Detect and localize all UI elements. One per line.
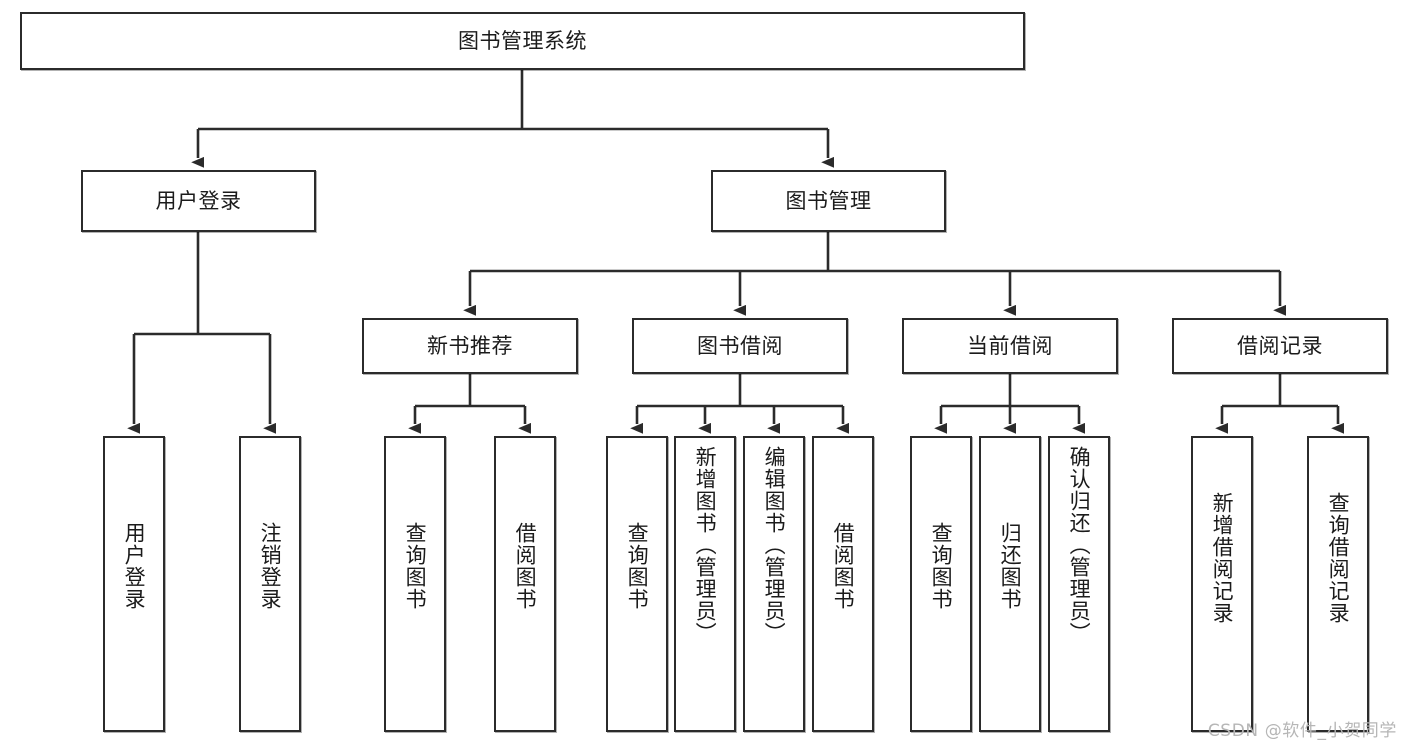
node-book-borrow-label: 图书借阅	[697, 333, 783, 358]
node-borrow-record[interactable]: 借阅记录	[1172, 318, 1388, 374]
node-leaf-query-book-1-label: 查询图书	[403, 522, 428, 610]
node-leaf-add-book[interactable]: 新增图书（管理员）	[674, 436, 736, 732]
node-root-label: 图书管理系统	[458, 28, 587, 53]
node-user-login-label: 用户登录	[155, 188, 242, 213]
watermark-text: CSDN @软件_小贺同学	[1207, 721, 1397, 741]
node-leaf-return-book[interactable]: 归还图书	[979, 436, 1041, 732]
node-leaf-query-book-2[interactable]: 查询图书	[606, 436, 668, 732]
node-leaf-user-login-label: 用户登录	[122, 522, 147, 610]
node-leaf-confirm-return[interactable]: 确认归还（管理员）	[1048, 436, 1110, 732]
node-leaf-add-record-label: 新增借阅记录	[1210, 492, 1235, 624]
node-book-manage[interactable]: 图书管理	[711, 170, 946, 232]
node-new-book-rec[interactable]: 新书推荐	[362, 318, 578, 374]
node-leaf-user-login[interactable]: 用户登录	[103, 436, 165, 732]
node-book-borrow[interactable]: 图书借阅	[632, 318, 848, 374]
node-leaf-borrow-book-1[interactable]: 借阅图书	[494, 436, 556, 732]
node-new-book-rec-label: 新书推荐	[427, 333, 513, 358]
node-leaf-borrow-book-1-label: 借阅图书	[513, 522, 538, 610]
node-leaf-return-book-label: 归还图书	[998, 522, 1023, 610]
node-leaf-query-record-label: 查询借阅记录	[1326, 492, 1351, 624]
node-leaf-add-book-label: 新增图书（管理员）	[693, 446, 718, 644]
node-root[interactable]: 图书管理系统	[20, 12, 1025, 70]
node-leaf-add-record[interactable]: 新增借阅记录	[1191, 436, 1253, 732]
node-leaf-user-logout-label: 注销登录	[258, 522, 283, 610]
node-user-login[interactable]: 用户登录	[81, 170, 316, 232]
node-current-borrow-label: 当前借阅	[967, 333, 1053, 358]
node-book-manage-label: 图书管理	[785, 188, 872, 213]
node-current-borrow[interactable]: 当前借阅	[902, 318, 1118, 374]
node-leaf-query-record[interactable]: 查询借阅记录	[1307, 436, 1369, 732]
node-leaf-edit-book-label: 编辑图书（管理员）	[762, 446, 787, 644]
node-leaf-borrow-book-2[interactable]: 借阅图书	[812, 436, 874, 732]
node-borrow-record-label: 借阅记录	[1237, 333, 1323, 358]
node-leaf-confirm-return-label: 确认归还（管理员）	[1067, 446, 1092, 644]
node-leaf-user-logout[interactable]: 注销登录	[239, 436, 301, 732]
node-leaf-borrow-book-2-label: 借阅图书	[831, 522, 856, 610]
node-leaf-query-book-3-label: 查询图书	[929, 522, 954, 610]
node-leaf-edit-book[interactable]: 编辑图书（管理员）	[743, 436, 805, 732]
node-leaf-query-book-2-label: 查询图书	[625, 522, 650, 610]
node-leaf-query-book-1[interactable]: 查询图书	[384, 436, 446, 732]
node-leaf-query-book-3[interactable]: 查询图书	[910, 436, 972, 732]
